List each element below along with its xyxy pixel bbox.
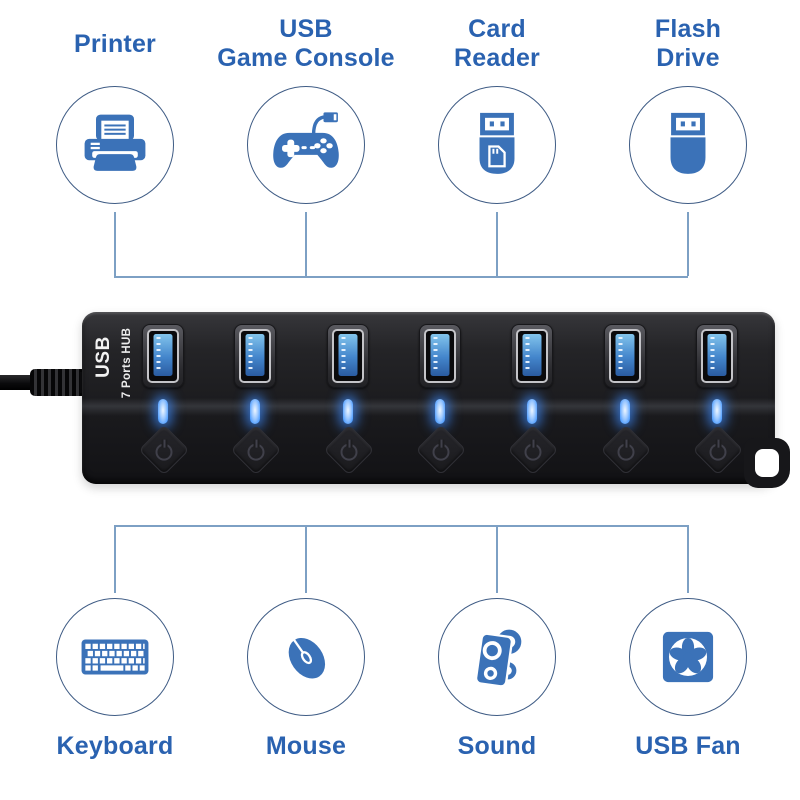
bottom-connector-hline [114, 525, 688, 527]
usb-port [603, 324, 646, 388]
device-card-mouse: Mouse [216, 598, 396, 761]
port-rim [331, 329, 364, 383]
card-reader-icon [479, 112, 515, 174]
connector-vline [305, 525, 307, 593]
port-rim [608, 329, 641, 383]
usb-port [234, 324, 277, 388]
usb-port [695, 324, 738, 388]
sound-speaker-icon [474, 629, 522, 688]
led-indicator [250, 399, 261, 424]
flash-drive-icon [670, 112, 706, 174]
led-indicator [711, 399, 722, 424]
led-indicator [342, 399, 353, 424]
port-tongue [338, 334, 358, 376]
connector-vline [114, 525, 116, 593]
led-indicator [158, 399, 168, 424]
device-circle [438, 86, 556, 204]
usb-fan-icon [662, 631, 714, 683]
connector-vline [114, 212, 116, 276]
device-label: USB Game Console [217, 15, 395, 72]
mouse-icon [288, 638, 326, 679]
power-icon [524, 442, 542, 460]
device-card-sound: Sound [407, 598, 587, 761]
usb-port [326, 324, 369, 388]
device-card-keyboard: Keyboard [25, 598, 205, 761]
device-label: Sound [457, 732, 537, 760]
device-label: Printer [74, 29, 156, 58]
power-icon [155, 442, 173, 460]
device-card-flash-drive: Flash Drive [598, 8, 778, 204]
usb-hub: USB 7 Ports HUB [82, 312, 775, 484]
port-tongue [153, 334, 173, 376]
port-rim [423, 329, 456, 383]
usb-port [418, 324, 461, 388]
power-icon [247, 442, 265, 460]
lanyard-hole [755, 449, 779, 477]
power-icon [709, 442, 727, 460]
led-indicator [527, 399, 538, 424]
port-tongue [430, 334, 450, 376]
device-card-card-reader: Card Reader [407, 8, 587, 204]
power-icon [340, 442, 358, 460]
device-circle [247, 598, 365, 716]
port-rim [147, 329, 179, 383]
usb-port [511, 324, 554, 388]
hub-side-label-ports: 7 Ports HUB [121, 327, 133, 399]
top-connector-hline [114, 276, 688, 278]
connector-vline [687, 525, 689, 593]
device-label: Flash Drive [654, 15, 722, 72]
port-pins [710, 337, 715, 373]
printer-icon [84, 114, 146, 171]
device-card-game-console: USB Game Console [216, 8, 396, 204]
connector-vline [496, 525, 498, 593]
port-pins [433, 337, 438, 373]
power-button [323, 424, 375, 476]
device-circle [629, 86, 747, 204]
led-indicator [619, 399, 630, 424]
port-tongue [707, 334, 727, 376]
lanyard-loop [744, 438, 790, 488]
device-circle [56, 86, 174, 204]
device-label: USB Fan [635, 732, 741, 760]
port-tongue [522, 334, 542, 376]
device-circle [56, 598, 174, 716]
device-card-usb-fan: USB Fan [598, 598, 778, 761]
power-button [600, 424, 652, 476]
connector-vline [305, 212, 307, 276]
port-rim [239, 329, 272, 383]
cable-strain-relief [30, 369, 88, 396]
device-circle [629, 598, 747, 716]
device-circle [438, 598, 556, 716]
port-tongue [245, 334, 265, 376]
port-pins [618, 337, 623, 373]
port-tongue [615, 334, 635, 376]
keyboard-icon [81, 639, 149, 675]
port-rim [700, 329, 733, 383]
hub-reflection [82, 398, 775, 416]
device-label: Mouse [265, 732, 347, 760]
hub-side-label-usb: USB [93, 336, 114, 378]
power-button [415, 424, 467, 476]
connector-vline [687, 212, 689, 276]
device-label: Card Reader [454, 15, 540, 72]
power-icon [617, 442, 635, 460]
power-button [138, 424, 190, 476]
power-button [507, 424, 559, 476]
power-icon [432, 442, 450, 460]
device-card-printer: Printer [25, 8, 205, 204]
device-label: Keyboard [56, 732, 174, 760]
power-button [230, 424, 282, 476]
port-pins [248, 337, 253, 373]
usb-port [142, 324, 184, 388]
port-pins [341, 337, 346, 373]
connector-vline [496, 212, 498, 276]
game-controller-icon [273, 112, 339, 168]
power-button [692, 424, 744, 476]
device-circle [247, 86, 365, 204]
port-pins [525, 337, 530, 373]
port-rim [516, 329, 549, 383]
led-indicator [434, 399, 445, 424]
port-pins [156, 337, 161, 373]
